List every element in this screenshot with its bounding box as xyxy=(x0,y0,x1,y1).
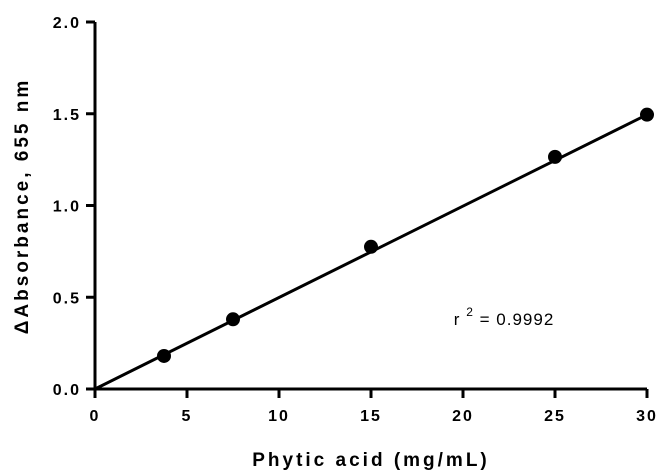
x-tick-label: 25 xyxy=(544,408,566,425)
data-points xyxy=(157,107,654,363)
x-tick-label: 5 xyxy=(182,408,193,425)
y-tick-label: 1.5 xyxy=(53,107,81,124)
ticks: 0 5 10 15 20 25 30 0.0 0.5 1.0 1.5 2.0 xyxy=(53,15,658,425)
y-axis-label: ΔAbsorbance, 655 nm xyxy=(12,78,33,335)
data-point xyxy=(364,239,378,254)
x-tick-label: 20 xyxy=(452,408,474,425)
r-squared-prefix: r xyxy=(454,310,461,329)
y-tick-label: 0.0 xyxy=(53,382,81,399)
data-point xyxy=(157,348,171,363)
y-tick-label: 1.0 xyxy=(53,199,81,216)
x-tick-label: 0 xyxy=(90,408,101,425)
x-tick-label: 30 xyxy=(636,408,658,425)
data-point xyxy=(548,149,562,164)
x-tick-label: 10 xyxy=(268,408,290,425)
x-axis-label: Phytic acid (mg/mL) xyxy=(252,450,490,471)
data-point xyxy=(226,312,240,327)
y-tick-label: 2.0 xyxy=(53,15,81,32)
y-tick-label: 0.5 xyxy=(53,290,81,307)
r-squared-value: = 0.9992 xyxy=(480,310,555,329)
r-squared-superscript: 2 xyxy=(466,305,474,319)
r-squared-annotation: r 2 = 0.9992 xyxy=(454,301,554,329)
data-point xyxy=(640,107,654,122)
axes xyxy=(93,22,647,391)
x-tick-label: 15 xyxy=(360,408,382,425)
